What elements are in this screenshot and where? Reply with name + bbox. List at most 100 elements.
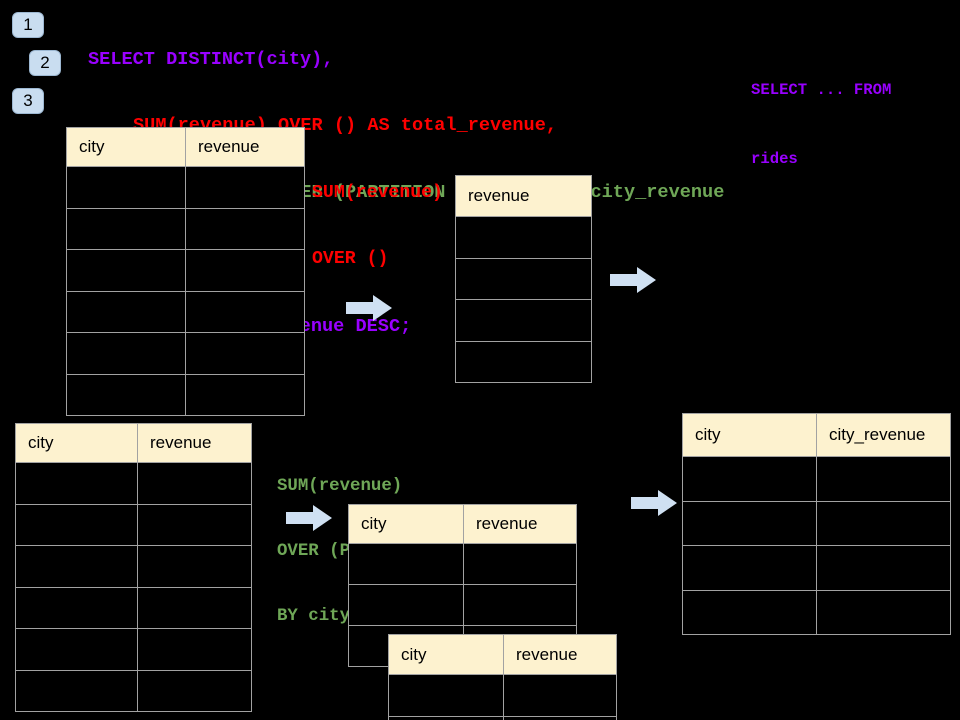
table-cell [348, 584, 464, 626]
table-row [15, 545, 252, 588]
table-cell [388, 674, 504, 717]
table-source-bottom: city revenue [15, 423, 252, 712]
table-cell [455, 257, 592, 300]
column-header-city: city [66, 127, 186, 167]
table-row [15, 462, 252, 505]
table-cell [682, 589, 817, 635]
table-header-row: city revenue [66, 127, 305, 167]
column-header-revenue: revenue [137, 423, 252, 463]
column-header-city: city [348, 504, 464, 544]
table-cell [185, 166, 305, 209]
table-cell [816, 456, 951, 502]
annotation-line: BY city) [277, 606, 361, 626]
annotation-line: SUM(revenue) [277, 477, 403, 497]
table-row [15, 586, 252, 629]
table-cell [455, 340, 592, 383]
annotation-line: SUM(revenue) [312, 182, 443, 203]
table-header-row: city revenue [15, 423, 252, 463]
table-cell [15, 628, 138, 671]
table-cell [455, 216, 592, 259]
table-row [15, 669, 252, 712]
flow-arrow-right-icon [610, 267, 656, 293]
table-row [682, 545, 951, 591]
table-cell [185, 332, 305, 375]
table-cell [137, 503, 252, 546]
table-cell [15, 545, 138, 588]
table-cell [15, 586, 138, 629]
table-header-row: city revenue [388, 634, 617, 675]
table-header-row: revenue [455, 175, 592, 217]
side-note-line-2: rides [751, 150, 798, 168]
table-row [682, 500, 951, 546]
table-cell [66, 290, 186, 333]
table-cell [66, 166, 186, 209]
table-row [455, 299, 592, 342]
table-row [388, 674, 617, 717]
table-source-top: city revenue [66, 127, 305, 416]
side-note-line-1: SELECT ... FROM [751, 81, 892, 99]
column-header-city-revenue: city_revenue [816, 413, 951, 457]
table-cell [185, 373, 305, 416]
sql-line-select: SELECT DISTINCT(city), [88, 48, 334, 70]
table-cell [463, 543, 577, 585]
step-badge-1: 1 [12, 12, 44, 38]
table-row [15, 628, 252, 671]
table-cell [15, 462, 138, 505]
step-badge-3: 3 [12, 88, 44, 114]
flow-arrow-right-icon [346, 295, 392, 321]
flow-arrow-right-icon [286, 505, 332, 531]
table-cell [348, 543, 464, 585]
table-row [66, 249, 305, 292]
step-badge-label: 1 [23, 15, 33, 34]
table-cell [66, 249, 186, 292]
table-cell [682, 545, 817, 591]
annotation-line: OVER () [312, 249, 389, 270]
table-cell [137, 545, 252, 588]
table-row [348, 584, 577, 626]
table-cell [66, 332, 186, 375]
table-row [455, 216, 592, 259]
table-cell [503, 716, 617, 720]
table-cell [816, 500, 951, 546]
table-cell [682, 456, 817, 502]
column-header-city: city [682, 413, 817, 457]
table-cell [15, 503, 138, 546]
table-cell [185, 207, 305, 250]
table-row [66, 207, 305, 250]
table-cell [137, 669, 252, 712]
table-cell [816, 589, 951, 635]
side-note-select-from-rides: SELECT ... FROM rides [751, 33, 891, 217]
table-row [348, 543, 577, 585]
table-row [66, 166, 305, 209]
table-cell [682, 500, 817, 546]
step-badge-label: 2 [40, 53, 50, 72]
table-partition-overlap: city revenue [388, 634, 617, 720]
column-header-revenue: revenue [503, 634, 617, 675]
column-header-city: city [388, 634, 504, 675]
table-row [66, 290, 305, 333]
column-header-city: city [15, 423, 138, 463]
table-cell [137, 586, 252, 629]
step-badge-2: 2 [29, 50, 61, 76]
table-cell [66, 373, 186, 416]
table-row [388, 716, 617, 720]
table-total-revenue-result: revenue [455, 175, 592, 383]
table-cell [463, 584, 577, 626]
table-row [682, 456, 951, 502]
column-header-revenue: revenue [185, 127, 305, 167]
annotation-sum-over-total: SUM(revenue) OVER () [312, 137, 443, 315]
column-header-revenue: revenue [463, 504, 577, 544]
table-cell [137, 462, 252, 505]
table-row [66, 373, 305, 416]
table-cell [816, 545, 951, 591]
table-cell [66, 207, 186, 250]
table-cell [137, 628, 252, 671]
table-row [66, 332, 305, 375]
table-header-row: city revenue [348, 504, 577, 544]
table-city-revenue-result: city city_revenue [682, 413, 951, 635]
table-row [455, 340, 592, 383]
table-row [682, 589, 951, 635]
step-badge-label: 3 [23, 91, 33, 110]
flow-arrow-right-icon [631, 490, 677, 516]
